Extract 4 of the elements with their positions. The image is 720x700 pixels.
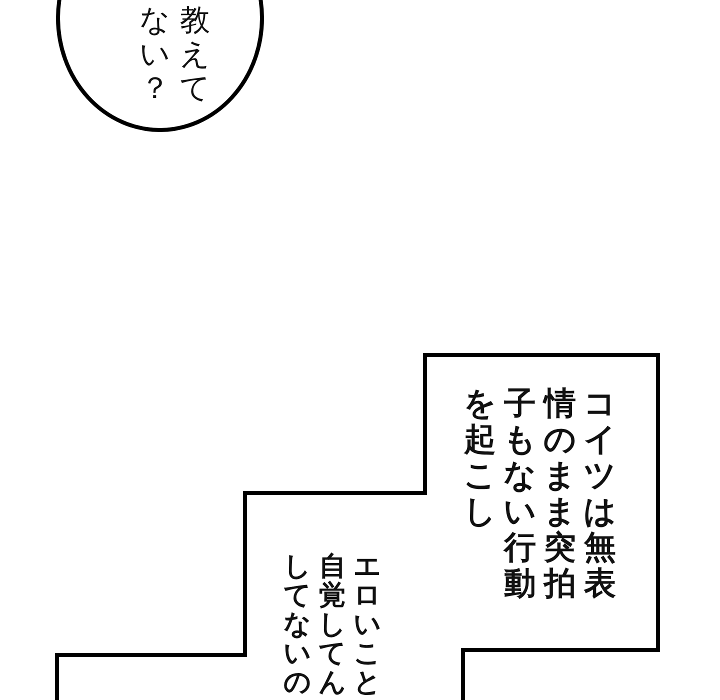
caption-box bbox=[55, 353, 661, 700]
speech-text: 教えてない？ bbox=[139, 4, 211, 106]
narration-text: エロいこと自覚してんしてないの bbox=[283, 552, 382, 697]
narration-text: コイツは無表情のまま突拍子もない行動を起こし bbox=[463, 385, 617, 601]
